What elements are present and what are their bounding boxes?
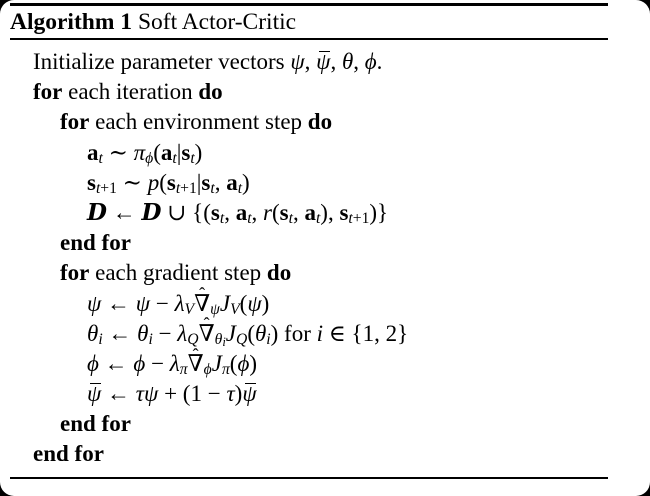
algorithm-label: Algorithm 1 bbox=[10, 9, 133, 35]
algorithm-line: for each environment step do bbox=[60, 109, 333, 135]
bottom-rule bbox=[10, 477, 608, 479]
algorithm-line: at ∼ πϕ(at|st) bbox=[87, 139, 203, 167]
algorithm-line: D ← D ∪ {(st, at, r(st, at), st+1)} bbox=[87, 198, 389, 228]
algorithm-line: Initialize parameter vectors ψ, ψ, θ, ϕ. bbox=[33, 49, 383, 74]
algorithm-line: ψ ← τψ + (1 − τ)ψ bbox=[87, 381, 257, 407]
algorithm-line: end for bbox=[33, 441, 104, 467]
algorithm-title: Soft Actor-Critic bbox=[132, 9, 297, 35]
algorithm-line: end for bbox=[60, 230, 131, 256]
algorithm-body: Initialize parameter vectors ψ, ψ, θ, ϕ.… bbox=[10, 47, 640, 470]
algorithm-line: end for bbox=[60, 411, 131, 437]
top-rule bbox=[10, 3, 608, 6]
header-divider-rule bbox=[10, 38, 608, 40]
algorithm-header: Algorithm 1 Soft Actor-Critic bbox=[10, 9, 296, 36]
algorithm-line: for each iteration do bbox=[33, 79, 223, 105]
algorithm-line: for each gradient step do bbox=[60, 260, 292, 286]
algorithm-line: st+1 ∼ p(st+1|st, at) bbox=[87, 169, 250, 198]
